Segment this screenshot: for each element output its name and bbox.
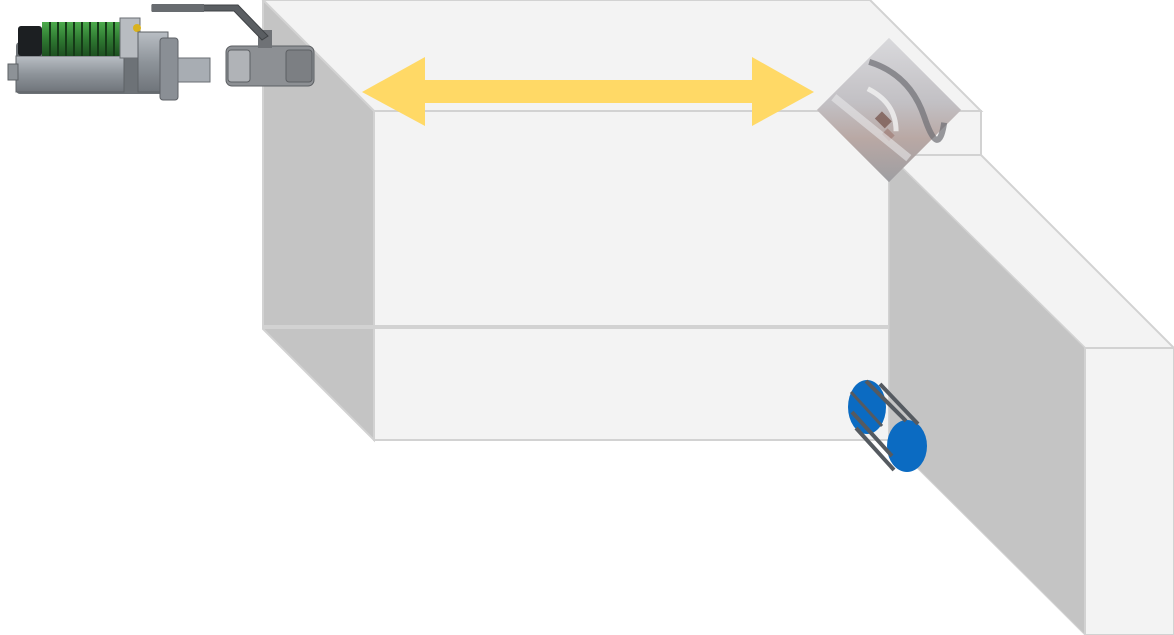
side-box-end-face — [1084, 347, 1174, 635]
actuator-green-coil — [42, 22, 132, 56]
actuator-housing — [15, 55, 125, 93]
main-box-front-face — [373, 110, 890, 441]
actuator-valve-assembly — [7, 4, 315, 101]
connecting-pipe — [177, 57, 211, 83]
side-box-shadow-face — [888, 153, 1086, 635]
side-box — [886, 153, 1174, 635]
double-headed-arrow — [362, 57, 814, 126]
corner-photo-inset — [816, 37, 962, 183]
blue-cage-sensor — [848, 379, 927, 472]
